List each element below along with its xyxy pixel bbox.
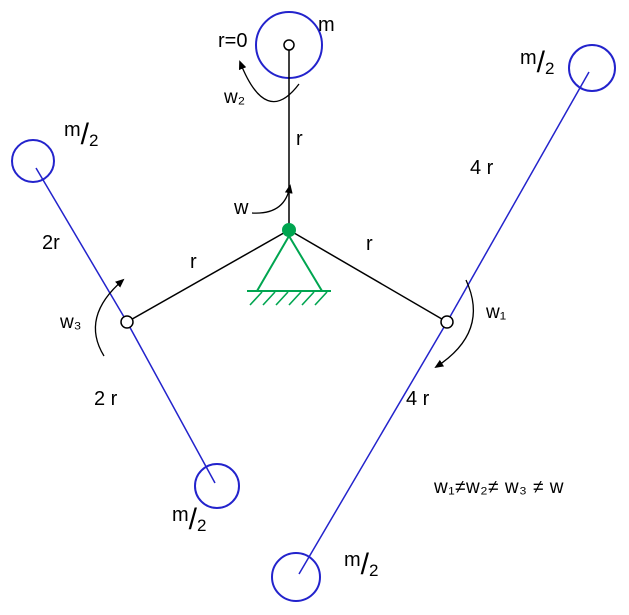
hatch-line bbox=[301, 291, 315, 306]
omega2-arrow bbox=[238, 60, 300, 103]
omega1-arrow bbox=[434, 279, 474, 369]
hatch-line bbox=[288, 291, 302, 306]
label-rod-left: r bbox=[190, 251, 197, 273]
arm-upper-left bbox=[35, 167, 128, 323]
hatch-line bbox=[262, 291, 276, 306]
label-mass-upper-right: m/2 bbox=[520, 46, 555, 79]
label-constraint: w₁≠w₂≠ w₃ ≠ w bbox=[434, 477, 565, 498]
label-rod-top: r bbox=[296, 128, 303, 150]
label-omega3: w₃ bbox=[60, 312, 82, 333]
black-rods-group bbox=[126, 50, 448, 323]
mass-circle-upper-right bbox=[568, 44, 616, 92]
blue-arms-group bbox=[11, 11, 616, 602]
pivot-top-small-circle bbox=[283, 39, 295, 51]
omega3-arrow bbox=[94, 278, 125, 357]
label-omega1: w₁ bbox=[486, 302, 507, 323]
rod-left bbox=[126, 229, 290, 323]
joints-group bbox=[120, 39, 454, 329]
label-rod-right: r bbox=[366, 233, 373, 255]
hatch-line bbox=[275, 291, 289, 306]
label-mass-top: m bbox=[318, 14, 335, 36]
label-arm-lower-right: 4 r bbox=[406, 388, 430, 410]
label-r-zero: r=0 bbox=[218, 30, 248, 52]
rod-right bbox=[288, 229, 448, 323]
label-arm-lower-left: 2 r bbox=[94, 388, 118, 410]
support-hatching bbox=[249, 291, 328, 306]
mass-circle-upper-left bbox=[11, 139, 55, 183]
arm-lower-right bbox=[298, 321, 448, 575]
mass-circle-lower-left bbox=[194, 463, 240, 509]
joint-left bbox=[120, 315, 134, 329]
fixed-support-group bbox=[247, 223, 331, 306]
arm-lower-left bbox=[126, 321, 216, 484]
joint-right bbox=[440, 315, 454, 329]
label-mass-lower-left: m/2 bbox=[172, 503, 207, 536]
omega-center-arrow bbox=[251, 184, 293, 214]
arm-upper-right bbox=[446, 71, 590, 323]
label-arm-upper-right: 4 r bbox=[470, 157, 494, 179]
hatch-line bbox=[314, 291, 328, 306]
label-mass-bottom: m/2 bbox=[344, 548, 379, 581]
label-omega-center: w bbox=[234, 197, 249, 219]
hatch-line bbox=[249, 291, 263, 306]
label-omega2: w₂ bbox=[224, 87, 246, 108]
mass-circle-bottom bbox=[271, 552, 321, 602]
label-mass-upper-left: m/2 bbox=[64, 118, 99, 151]
label-arm-upper-left: 2r bbox=[42, 232, 60, 254]
omega-arrows-group bbox=[94, 60, 474, 369]
